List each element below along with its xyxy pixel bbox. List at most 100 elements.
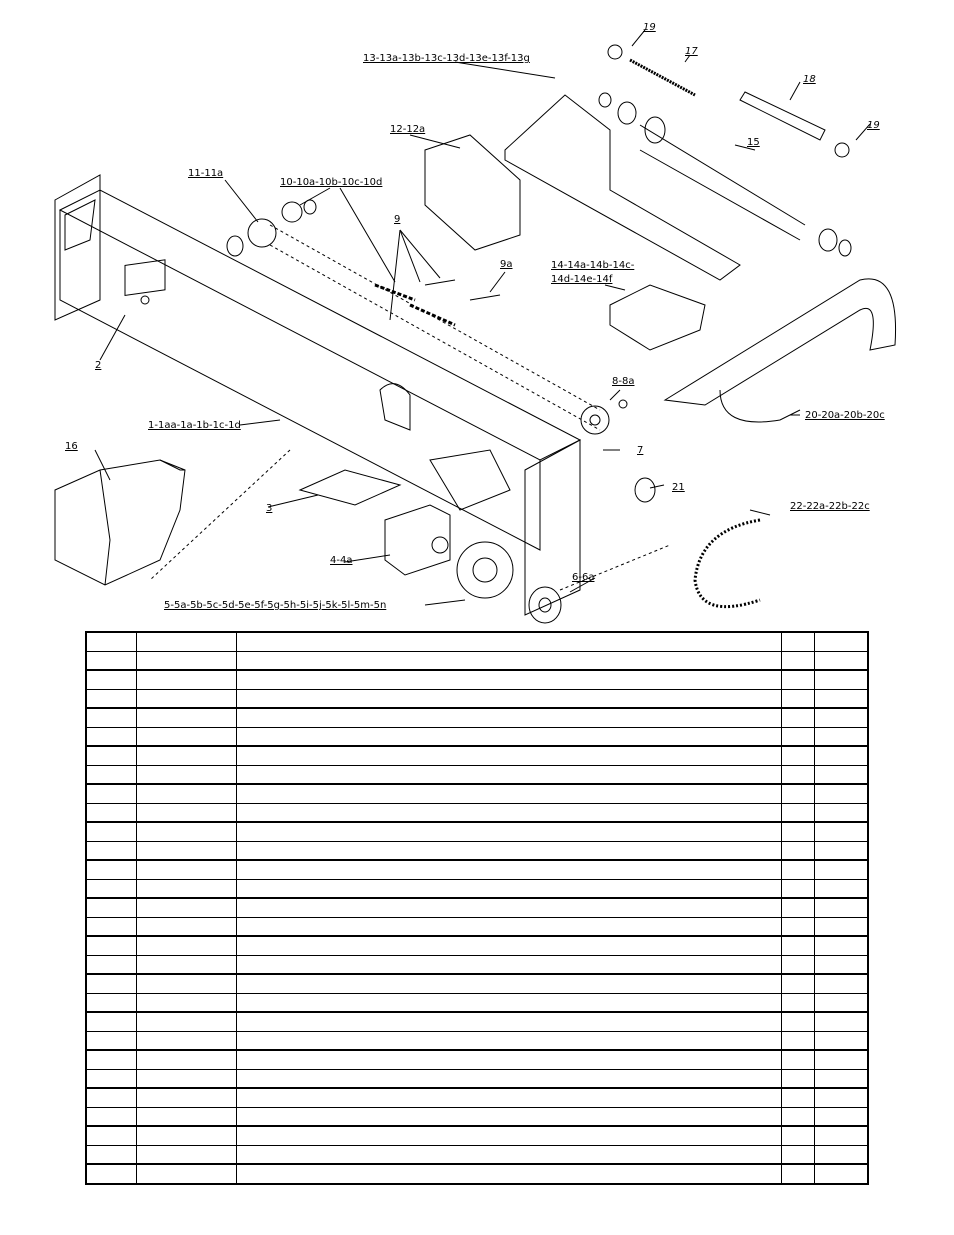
table-cell bbox=[85, 650, 137, 671]
table-cell bbox=[780, 1011, 815, 1032]
table-row bbox=[85, 1125, 869, 1146]
callout-21: 21 bbox=[672, 482, 685, 493]
table-row bbox=[85, 954, 869, 975]
callout-14-line1: 14-14a-14b-14c- bbox=[551, 260, 635, 271]
table-cell bbox=[780, 992, 815, 1013]
table-cell bbox=[135, 726, 237, 747]
table-cell bbox=[85, 1106, 137, 1127]
table-row bbox=[85, 840, 869, 861]
table-cell bbox=[813, 935, 869, 956]
table-cell bbox=[813, 764, 869, 785]
callout-18: 18 bbox=[803, 74, 816, 85]
table-row bbox=[85, 802, 869, 823]
spacer-21 bbox=[634, 477, 656, 503]
end-plate-right bbox=[524, 439, 581, 616]
bracket-14 bbox=[609, 284, 706, 351]
table-cell bbox=[813, 631, 869, 652]
table-cell bbox=[85, 802, 137, 823]
cover-20 bbox=[663, 278, 897, 406]
table-cell bbox=[135, 1106, 237, 1127]
table-cell bbox=[813, 1011, 869, 1032]
table-cell bbox=[135, 764, 237, 785]
table-cell bbox=[235, 1068, 782, 1089]
table-cell bbox=[85, 1087, 137, 1108]
callout-11: 11-11a bbox=[188, 168, 223, 179]
table-cell bbox=[85, 878, 137, 899]
table-cell bbox=[235, 802, 782, 823]
table-cell bbox=[235, 1106, 782, 1127]
table-cell bbox=[780, 859, 815, 880]
table-cell bbox=[780, 707, 815, 728]
table-cell bbox=[85, 631, 137, 652]
table-cell bbox=[780, 878, 815, 899]
table-cell bbox=[135, 1087, 237, 1108]
table-row bbox=[85, 726, 869, 747]
table-cell bbox=[85, 821, 137, 842]
callout-16: 16 bbox=[65, 441, 78, 452]
table-row bbox=[85, 821, 869, 842]
table-cell bbox=[235, 1030, 782, 1051]
table-cell bbox=[135, 783, 237, 804]
table-row bbox=[85, 745, 869, 766]
table-cell bbox=[235, 1087, 782, 1108]
tube-18 bbox=[739, 91, 826, 141]
table-row bbox=[85, 973, 869, 994]
table-cell bbox=[813, 707, 869, 728]
table-cell bbox=[135, 1144, 237, 1165]
table-cell bbox=[780, 821, 815, 842]
table-cell bbox=[813, 916, 869, 937]
table-row bbox=[85, 878, 869, 899]
table-cell bbox=[235, 1011, 782, 1032]
table-cell bbox=[85, 745, 137, 766]
table-cell bbox=[235, 1163, 782, 1184]
table-cell bbox=[235, 1125, 782, 1146]
table-cell bbox=[135, 878, 237, 899]
table-row bbox=[85, 707, 869, 728]
callout-13: 13-13a-13b-13c-13d-13e-13f-13g bbox=[363, 53, 530, 64]
table-cell bbox=[85, 954, 137, 975]
table-row bbox=[85, 688, 869, 709]
table-cell bbox=[85, 726, 137, 747]
table-cell bbox=[235, 1144, 782, 1165]
table-cell bbox=[85, 897, 137, 918]
table-cell bbox=[780, 1163, 815, 1184]
table-row bbox=[85, 1030, 869, 1051]
callout-17: 17 bbox=[685, 46, 698, 57]
table-cell bbox=[135, 1163, 237, 1184]
table-cell bbox=[85, 859, 137, 880]
diagram-linework bbox=[54, 29, 897, 624]
table-cell bbox=[235, 631, 782, 652]
table-cell bbox=[135, 745, 237, 766]
table-cell bbox=[235, 764, 782, 785]
table-row bbox=[85, 897, 869, 918]
table-cell bbox=[85, 1011, 137, 1032]
table-cell bbox=[780, 783, 815, 804]
table-cell bbox=[235, 973, 782, 994]
table-cell bbox=[813, 688, 869, 709]
bracket-13 bbox=[504, 94, 741, 281]
table-cell bbox=[813, 745, 869, 766]
exploded-parts-diagram: 11-11a 10-10a-10b-10c-10d 9 9a 12-12a 13… bbox=[54, 22, 897, 624]
nut-19-right bbox=[834, 142, 850, 158]
table-cell bbox=[813, 1087, 869, 1108]
table-cell bbox=[85, 973, 137, 994]
table-cell bbox=[780, 726, 815, 747]
table-cell bbox=[813, 973, 869, 994]
table-cell bbox=[813, 954, 869, 975]
hub-6 bbox=[528, 586, 562, 624]
table-cell bbox=[135, 973, 237, 994]
gearbox-4 bbox=[384, 504, 451, 576]
table-cell bbox=[813, 1068, 869, 1089]
callout-9a: 9a bbox=[500, 259, 513, 270]
table-cell bbox=[780, 688, 815, 709]
table-cell bbox=[85, 1030, 137, 1051]
table-cell bbox=[85, 1125, 137, 1146]
callout-12: 12-12a bbox=[390, 124, 425, 135]
table-cell bbox=[780, 1030, 815, 1051]
table-cell bbox=[235, 954, 782, 975]
table-cell bbox=[780, 1106, 815, 1127]
table-cell bbox=[135, 992, 237, 1013]
table-cell bbox=[135, 821, 237, 842]
table-cell bbox=[85, 916, 137, 937]
table-cell bbox=[780, 954, 815, 975]
